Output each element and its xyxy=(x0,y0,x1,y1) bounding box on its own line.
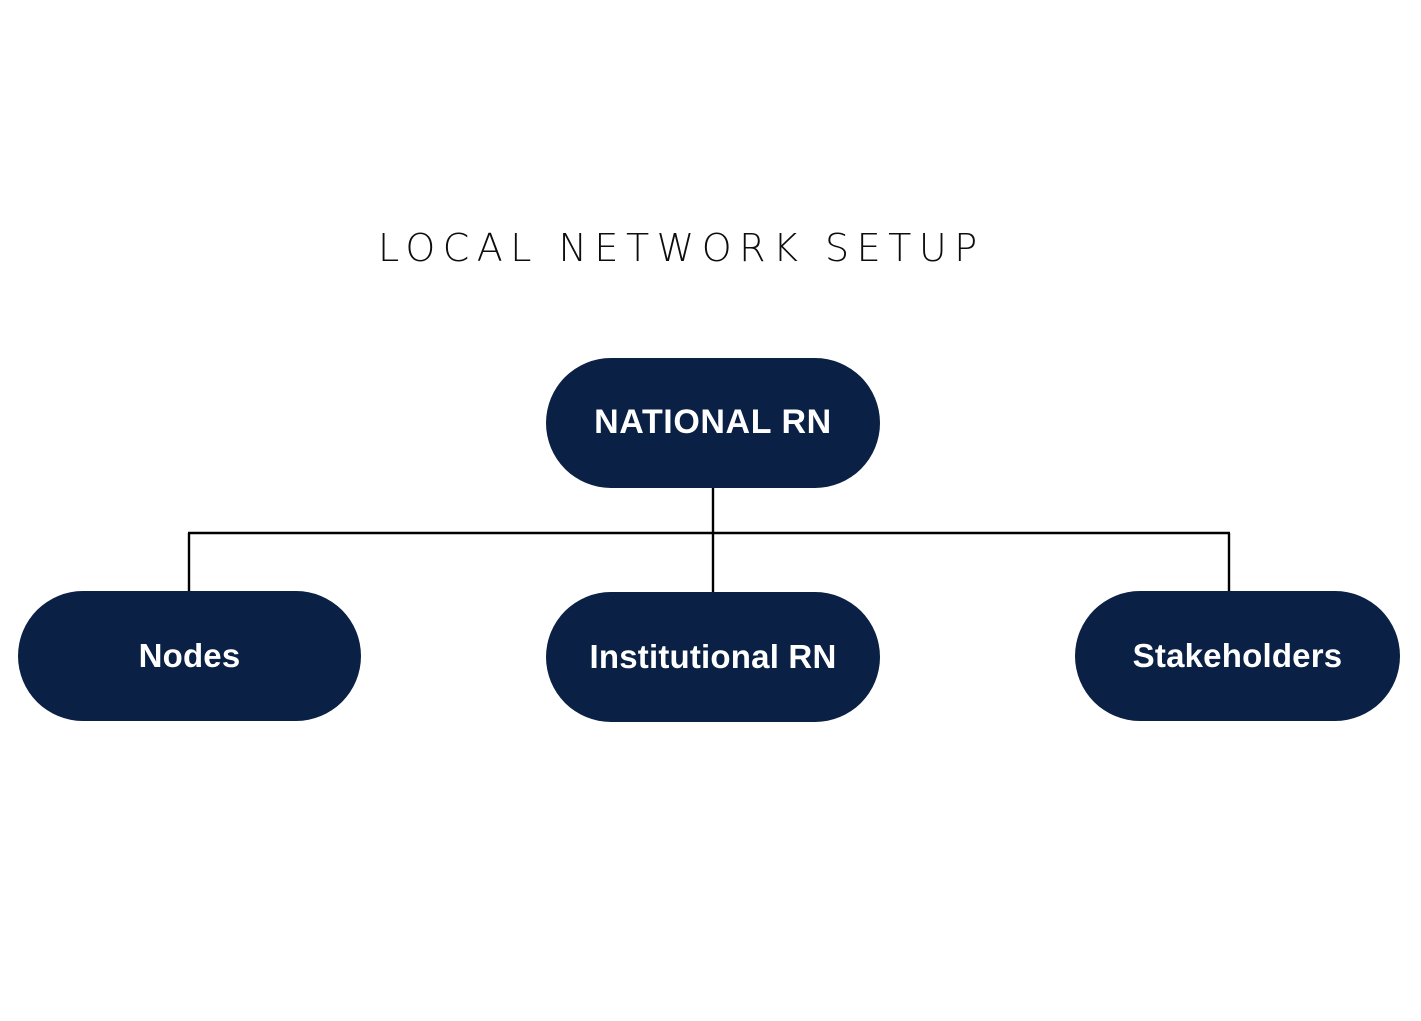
node-label: Stakeholders xyxy=(1132,636,1343,674)
node-label: NATIONAL RN xyxy=(594,403,832,442)
node-institutional-rn[interactable]: Institutional RN xyxy=(546,592,880,722)
node-label: Institutional RN xyxy=(589,637,837,675)
diagram-title: LOCAL NETWORK SETUP xyxy=(378,226,985,270)
node-label: Nodes xyxy=(138,636,241,674)
node-nodes[interactable]: Nodes xyxy=(18,591,361,721)
node-national-rn[interactable]: NATIONAL RN xyxy=(546,358,880,488)
node-stakeholders[interactable]: Stakeholders xyxy=(1075,591,1400,721)
